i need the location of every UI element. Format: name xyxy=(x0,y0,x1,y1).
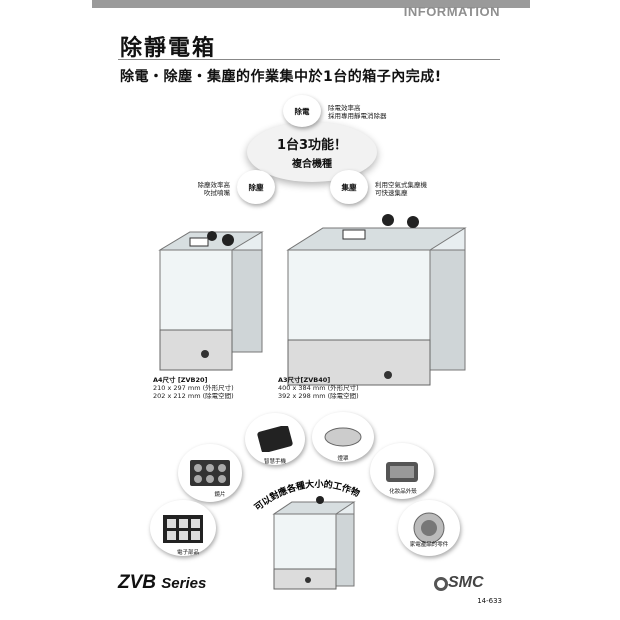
series-suffix: Series xyxy=(161,575,207,592)
product-image-zvb40 xyxy=(286,214,467,386)
model-caption-zvb40: A3尺寸[ZVB40] 400 x 384 mm (外形尺寸) 392 x 29… xyxy=(278,376,359,400)
function-label-dust-collection: 集塵 xyxy=(341,182,357,192)
item-lenses xyxy=(178,444,242,502)
item-electronic-parts xyxy=(150,500,216,556)
header-bar xyxy=(92,0,530,8)
page-title: 除靜電箱 xyxy=(120,36,217,61)
model-spec: 400 x 384 mm (外形尺寸) xyxy=(278,384,359,392)
function-label-dust-removal: 除塵 xyxy=(248,182,264,192)
model-caption-zvb20: A4尺寸 [ZVB20] 210 x 297 mm (外形尺寸) 202 x 2… xyxy=(153,376,234,400)
desc-line: 吹拭噴嘴 xyxy=(204,189,230,197)
item-smartphone xyxy=(245,413,305,465)
item-label-electronic-parts: 電子部品 xyxy=(176,550,199,556)
desc-line: 採用專用靜電消除器 xyxy=(328,112,387,120)
item-appliance-part xyxy=(398,500,460,556)
function-label-static-removal: 除電 xyxy=(294,106,310,116)
desc-line: 除塵效率高 xyxy=(197,181,231,189)
appliance-part-icon xyxy=(413,512,445,544)
model-spec: 202 x 212 mm (除電空間) xyxy=(153,392,234,400)
brand-name: SMC xyxy=(448,574,484,591)
title-rule xyxy=(118,59,500,60)
lamp-cover-icon xyxy=(324,427,362,447)
badge-line-1: 1台3功能！ xyxy=(276,138,348,153)
series-name: ZVB Series xyxy=(118,572,206,594)
page-subtitle: 除電・除塵・集塵的作業集中於1台的箱子內完成! xyxy=(120,69,442,85)
function-desc-static-removal: 除電效率高 採用專用靜電消除器 xyxy=(328,104,387,120)
badge-line-2: 複合機種 xyxy=(292,159,332,170)
function-bubble-dust-collection: 集塵 xyxy=(330,170,368,204)
function-desc-dust-removal: 除塵效率高 吹拭噴嘴 xyxy=(186,181,231,197)
item-label-lamp-cover: 燈罩 xyxy=(337,456,349,462)
model-title: A4尺寸 [ZVB20] xyxy=(153,376,208,384)
product-image-center xyxy=(272,496,356,590)
cosmetic-case-icon xyxy=(386,462,418,482)
item-label-smartphone: 智慧手機 xyxy=(263,459,286,465)
page-number: 14-633 xyxy=(477,597,502,605)
item-label-cosmetic-case: 化妝品外殼 xyxy=(389,489,417,495)
model-spec: 392 x 298 mm (除電空間) xyxy=(278,392,359,400)
model-spec: 210 x 297 mm (外形尺寸) xyxy=(153,384,234,392)
electronic-parts-icon xyxy=(163,515,203,543)
desc-line: 除電效率高 xyxy=(328,104,361,112)
item-label-lenses: 鏡片 xyxy=(214,492,226,498)
desc-line: 可快速集塵 xyxy=(375,189,408,197)
model-title: A3尺寸[ZVB40] xyxy=(278,376,331,384)
series-code: ZVB xyxy=(118,572,156,593)
header-label: INFORMATION xyxy=(403,4,500,19)
function-desc-dust-collection: 利用空氣式集塵機 可快速集塵 xyxy=(375,181,427,197)
function-bubble-dust-removal: 除塵 xyxy=(237,170,275,204)
function-bubble-static-removal: 除電 xyxy=(283,95,321,127)
smartphone-icon xyxy=(257,426,293,452)
item-label-appliance-part: 家電產品的零件 xyxy=(409,542,449,548)
product-image-zvb20 xyxy=(158,231,264,371)
brand-logo-icon xyxy=(434,577,448,591)
item-lamp-cover xyxy=(312,412,374,462)
desc-line: 利用空氣式集塵機 xyxy=(375,181,427,189)
lens-tray-icon xyxy=(190,460,230,486)
item-cosmetic-case xyxy=(370,443,434,499)
